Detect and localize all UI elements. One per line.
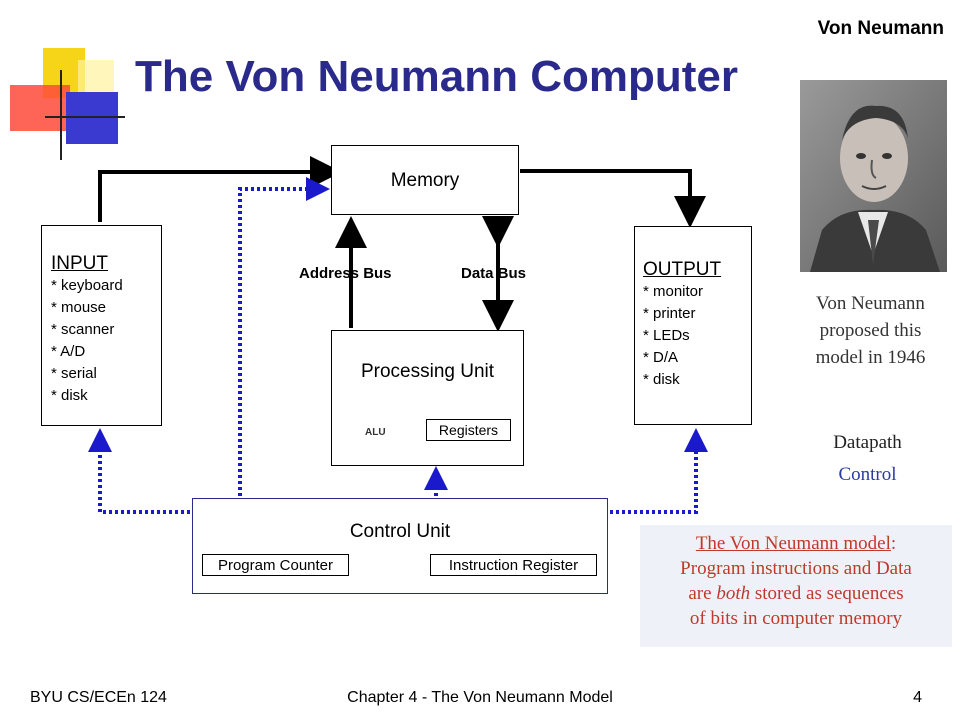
footer-chapter: Chapter 4 - The Von Neumann Model [347,689,613,706]
note-line-pre: are [688,583,717,604]
control-to-memory-line [238,177,330,496]
control-label: Control [838,464,897,485]
input-to-memory-line [98,156,342,222]
output-item: * disk [643,371,680,388]
memory-label: Memory [390,170,460,191]
caption-line: proposed this [819,320,922,341]
footer-page-number: 4 [913,689,922,706]
input-box: INPUT * keyboard * mouse * scanner * A/D… [41,225,162,426]
caption-line: model in 1946 [815,347,926,368]
instruction-register-box: Instruction Register [430,554,597,576]
note-heading: The Von Neumann model [695,533,891,554]
control-unit-label: Control Unit [349,521,451,542]
footer-course: BYU CS/ECEn 124 [30,689,167,706]
note-line: Program instructions and Data [680,558,912,579]
model-note: The Von Neumann model: Program instructi… [640,525,952,647]
address-bus-label: Address Bus [299,265,392,282]
input-item: * keyboard [51,277,123,294]
datapath-label: Datapath [833,432,902,453]
photo-caption: Von Neumann proposed this model in 1946 [798,290,943,371]
output-item: * printer [643,305,696,322]
memory-to-output-line [520,169,706,228]
output-item: * monitor [643,283,704,300]
decorative-logo [10,48,125,160]
page-title: The Von Neumann Computer [135,52,738,101]
control-to-input-line [88,428,190,514]
input-item: * serial [51,365,97,382]
processing-unit-label: Processing Unit [360,361,495,382]
control-to-output-line [610,428,708,514]
portrait-photo [800,80,947,272]
input-title: INPUT [51,253,108,274]
output-box: OUTPUT * monitor * printer * LEDs * D/A … [634,226,752,425]
input-item: * A/D [51,343,86,360]
note-colon: : [890,533,897,554]
input-item: * disk [51,387,88,404]
alu-label: ALU [365,427,386,438]
processing-unit-box: Processing Unit [331,330,524,466]
output-item: * LEDs [643,327,690,344]
caption-line: Von Neumann [816,293,925,314]
output-item: * D/A [643,349,679,366]
program-counter-box: Program Counter [202,554,349,576]
input-item: * mouse [51,299,107,316]
data-bus-label: Data Bus [461,265,527,282]
note-line-post: stored as sequences [750,583,904,604]
corner-label: Von Neumann [817,18,944,39]
note-emphasis: both [716,583,751,604]
output-title: OUTPUT [643,259,722,280]
control-unit-box: Control Unit [192,498,608,594]
input-item: * scanner [51,321,115,338]
note-line: of bits in computer memory [689,608,903,629]
memory-box: Memory [331,145,519,215]
registers-box: Registers [426,419,511,441]
